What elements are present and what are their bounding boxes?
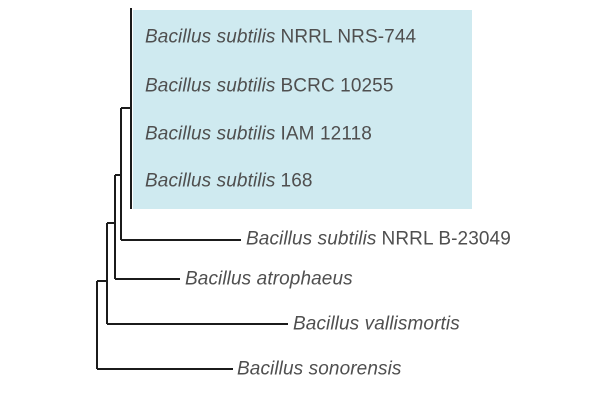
species-name: Bacillus sonorensis (237, 358, 402, 380)
connector-node-1 (115, 174, 122, 176)
node-vallismortis-group (106, 223, 108, 324)
strain-name: IAM 12118 (280, 123, 372, 145)
branch-vallismortis (107, 323, 288, 325)
species-name: Bacillus atrophaeus (185, 268, 353, 290)
branch-atrophaeus (115, 278, 180, 280)
strain-name: NRRL NRS-744 (280, 26, 417, 48)
strain-name: BCRC 10255 (280, 75, 394, 97)
connector-subtilis-clade (121, 107, 132, 109)
species-name: Bacillus subtilis (145, 123, 276, 145)
branch-nrrl-b-23049 (121, 239, 241, 241)
branch-sonorensis (97, 368, 233, 370)
node-atrophaeus-group (114, 175, 116, 279)
species-name: Bacillus subtilis (145, 170, 276, 192)
highlight-box (133, 10, 472, 209)
connector-node-3 (97, 280, 108, 282)
species-name: Bacillus subtilis (145, 26, 276, 48)
connector-node-2 (107, 222, 116, 224)
root-node (96, 281, 98, 369)
strain-name: 168 (280, 170, 313, 192)
strain-name: NRRL B-23049 (381, 228, 511, 250)
taxon-label-vallismortis: Bacillus vallismortis (293, 314, 465, 336)
species-name: Bacillus vallismortis (293, 313, 460, 335)
taxon-label-sonorensis: Bacillus sonorensis (237, 359, 407, 381)
species-name: Bacillus subtilis (246, 228, 377, 250)
taxon-label-atrophaeus: Bacillus atrophaeus (185, 269, 358, 291)
species-name: Bacillus subtilis (145, 75, 276, 97)
